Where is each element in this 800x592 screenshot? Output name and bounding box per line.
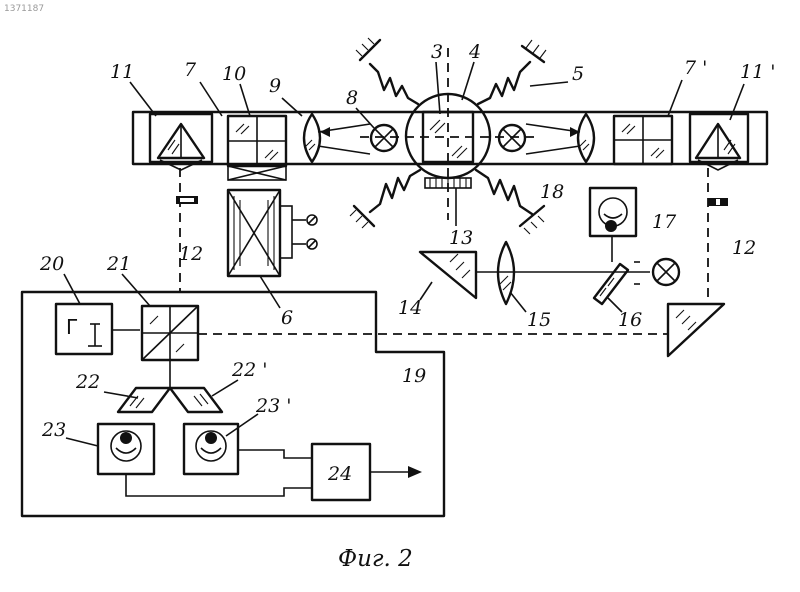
label-24: 24	[327, 463, 352, 485]
label-8: 8	[346, 87, 358, 109]
lamp-8	[371, 125, 397, 151]
label-14: 14	[398, 297, 422, 319]
shutter-12-left	[176, 196, 198, 204]
label-17: 17	[652, 211, 677, 233]
lamp-right	[499, 125, 525, 151]
label-15: 15	[527, 309, 551, 331]
crystal-block-10	[228, 116, 286, 180]
generator-symbol: Г	[66, 315, 78, 339]
beam-left	[318, 124, 370, 154]
label-13: 13	[449, 227, 473, 249]
label-11-prime: 11 '	[740, 61, 775, 83]
label-19: 19	[402, 365, 426, 387]
label-22-prime: 22 '	[231, 359, 267, 381]
generator-20: Г	[56, 304, 112, 354]
label-4: 4	[468, 41, 481, 63]
prism-22-prime	[170, 388, 222, 412]
lens-right	[578, 114, 594, 162]
label-20: 20	[39, 253, 64, 275]
spring-bottom-right	[476, 170, 544, 234]
unit-19-outline	[22, 292, 444, 516]
label-21: 21	[106, 253, 131, 275]
label-7-prime: 7 '	[684, 57, 707, 79]
label-11: 11	[110, 61, 134, 83]
mount-13	[425, 178, 471, 188]
prism-11-prime	[690, 114, 748, 170]
spring-top-right	[478, 40, 546, 104]
prism-14	[420, 252, 476, 298]
lamp-17	[653, 259, 679, 285]
detector-23	[98, 424, 154, 474]
detector-23-prime	[184, 424, 238, 474]
label-23: 23	[41, 419, 66, 441]
magnet-6	[228, 190, 317, 276]
label-6: 6	[281, 307, 293, 329]
label-12-left: 12	[179, 243, 203, 265]
beam-right	[526, 124, 580, 154]
splitter-cube-21	[142, 306, 198, 360]
document-id: 1371187	[4, 4, 44, 14]
crystal-block-right	[614, 116, 672, 164]
beamsplitter-16	[594, 262, 640, 304]
spring-bottom-left	[350, 170, 420, 228]
shutter-12-right	[708, 198, 728, 206]
prism-right-bottom	[668, 304, 724, 356]
label-3: 3	[431, 41, 443, 63]
label-12-right: 12	[732, 237, 756, 259]
label-22: 22	[75, 371, 100, 393]
label-7: 7	[184, 59, 197, 81]
label-10: 10	[222, 63, 246, 85]
label-18: 18	[540, 181, 564, 203]
label-9: 9	[269, 75, 281, 97]
prism-22	[118, 388, 170, 412]
prism-11	[150, 114, 212, 170]
lens-9	[304, 114, 320, 162]
label-23-prime: 23 '	[255, 395, 291, 417]
label-5: 5	[572, 63, 584, 85]
figure-caption: Фиг. 2	[338, 546, 413, 572]
spring-top-left	[356, 38, 418, 104]
photodetector-18	[590, 188, 636, 262]
